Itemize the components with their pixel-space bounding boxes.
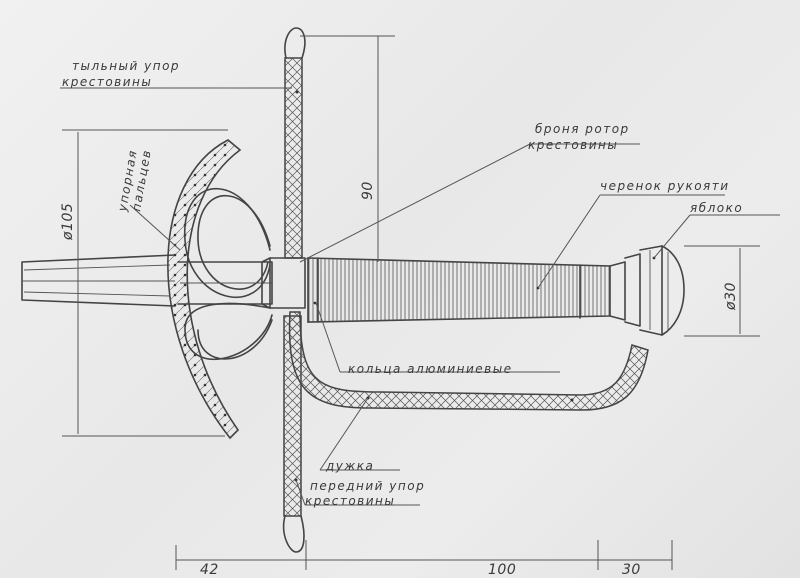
dim-bottom-mid: 100 xyxy=(488,562,516,578)
finger-stop-shell xyxy=(167,139,242,440)
label-handle-shank: черенок рукояти xyxy=(600,179,730,193)
label-pommel: яблоко xyxy=(690,201,743,215)
label-cross-sleeve-1: броня ротор xyxy=(535,122,630,136)
label-front-stop-2: крестовины xyxy=(305,494,395,508)
crossguard-bar xyxy=(282,27,306,553)
dim-pommel-diameter: ø30 xyxy=(723,282,739,311)
tang xyxy=(177,261,273,305)
guard-side-ring xyxy=(184,187,273,361)
dim-guard-diameter: ø105 xyxy=(60,203,76,241)
dim-cross-height: 90 xyxy=(360,181,376,200)
knuckle-bow xyxy=(288,311,649,411)
dim-bottom-left: 42 xyxy=(200,562,219,578)
dim-bottom-right: 30 xyxy=(622,562,641,578)
pommel xyxy=(609,245,685,336)
grip xyxy=(307,257,611,323)
dimension-lines xyxy=(62,35,760,570)
label-knuckle-bow: дужка xyxy=(325,459,374,473)
label-rear-stop-2: крестовины xyxy=(62,75,152,89)
label-rear-stop-1: тыльный упор xyxy=(72,59,180,73)
cross-sleeve xyxy=(261,257,306,309)
blade xyxy=(21,254,176,307)
label-aluminum-ring: кольца алюминиевые xyxy=(348,362,513,376)
label-front-stop-1: передний упор xyxy=(310,479,425,493)
leader-lines xyxy=(60,87,780,506)
label-cross-sleeve-2: крестовины xyxy=(528,138,618,152)
